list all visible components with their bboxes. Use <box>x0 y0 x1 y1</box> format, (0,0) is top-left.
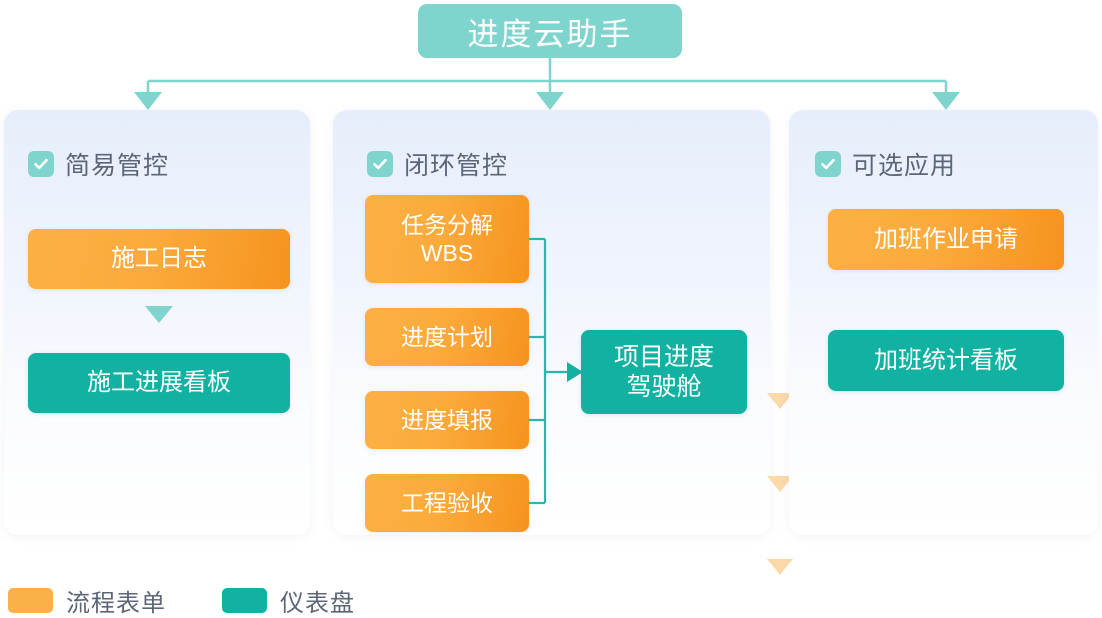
node-task-breakdown-wbs[interactable]: 任务分解 WBS <box>365 195 529 283</box>
node-label: 施工日志 <box>111 245 207 273</box>
node-label-line1: 任务分解 <box>401 211 493 238</box>
node-label: 加班作业申请 <box>874 225 1018 253</box>
arrow-down-icon <box>145 306 173 323</box>
panel-header-right: 可选应用 <box>815 146 956 182</box>
node-label-line1: 项目进度 <box>613 342 714 371</box>
panel-optional-apps: 可选应用 加班作业申请 加班统计看板 <box>789 110 1098 535</box>
root-title-box: 进度云助手 <box>418 4 682 58</box>
check-icon <box>815 151 841 177</box>
node-label: 项目进度 驾驶舱 <box>614 342 714 403</box>
node-schedule-report[interactable]: 进度填报 <box>365 391 529 449</box>
node-label: 进度填报 <box>401 406 493 433</box>
node-label: 进度计划 <box>401 323 493 350</box>
legend-swatch-dashboard <box>222 588 267 613</box>
arrow-down-icon <box>134 92 960 110</box>
panel-simple-control: 简易管控 施工日志 施工进展看板 <box>4 110 310 535</box>
node-label: 施工进展看板 <box>87 369 231 397</box>
legend-swatch-form <box>8 588 53 613</box>
node-label-line2: 驾驶舱 <box>626 373 702 401</box>
legend: 流程表单 仪表盘 <box>8 583 355 618</box>
arrow-down-icon <box>767 476 793 492</box>
root-title-label: 进度云助手 <box>467 16 633 52</box>
node-project-progress-cockpit[interactable]: 项目进度 驾驶舱 <box>581 330 747 414</box>
legend-label-form: 流程表单 <box>66 590 166 617</box>
node-overtime-application[interactable]: 加班作业申请 <box>828 209 1064 270</box>
panel-header-middle: 闭环管控 <box>367 146 508 182</box>
legend-item-form: 流程表单 <box>8 583 166 618</box>
arrow-down-icon <box>767 559 793 575</box>
check-icon <box>28 151 54 177</box>
panel-title-middle: 闭环管控 <box>404 152 509 180</box>
node-construction-progress-board[interactable]: 施工进展看板 <box>28 353 290 413</box>
node-label: 工程验收 <box>401 489 493 516</box>
legend-label-dashboard: 仪表盘 <box>280 590 355 617</box>
node-label: 任务分解 WBS <box>401 211 493 267</box>
node-schedule-plan[interactable]: 进度计划 <box>365 308 529 366</box>
check-icon <box>367 151 393 177</box>
arrow-down-icon <box>767 393 793 409</box>
node-project-acceptance[interactable]: 工程验收 <box>365 474 529 532</box>
panel-title-right: 可选应用 <box>852 152 957 180</box>
node-overtime-statistics-board[interactable]: 加班统计看板 <box>828 330 1064 391</box>
panel-title-left: 简易管控 <box>65 152 170 180</box>
node-label-line2: WBS <box>420 240 474 266</box>
panel-header-left: 简易管控 <box>28 146 169 182</box>
node-construction-log[interactable]: 施工日志 <box>28 229 290 289</box>
panel-closed-loop-control: 闭环管控 任务分解 WBS 进度计划 进度填报 工程验收 项目进度 驾驶舱 <box>333 110 793 575</box>
legend-item-dashboard: 仪表盘 <box>222 583 355 618</box>
node-label: 加班统计看板 <box>874 346 1018 374</box>
